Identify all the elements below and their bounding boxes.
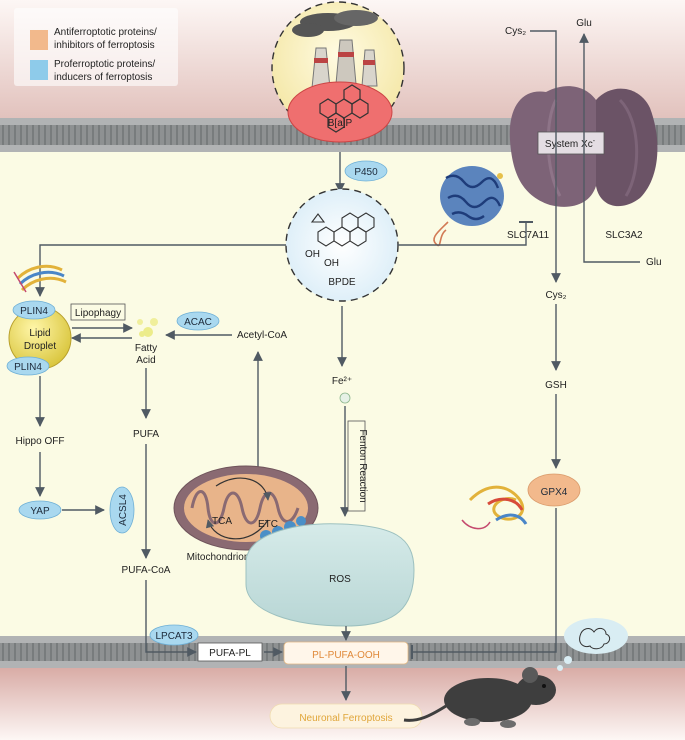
pufa-pl-box — [197, 642, 263, 662]
fenton-reaction-box — [347, 420, 366, 512]
hippo-off-label: Hippo OFF — [16, 436, 65, 447]
brain-thought-bubble-icon — [557, 618, 628, 671]
slc7a11-protein-icon — [433, 166, 504, 247]
fatty-acid-label-1: Fatty — [135, 343, 157, 354]
bpde-label: BPDE — [328, 277, 356, 288]
mitochondrion — [173, 465, 319, 551]
iron-ion-icon — [339, 392, 351, 404]
mitochondrion-label: Mitochondrion — [187, 552, 250, 563]
acsl4-label: ACSL4 — [118, 494, 129, 526]
system-xc-transporter[interactable]: System Xc- — [509, 86, 658, 207]
tca-label: TCA — [212, 516, 232, 527]
legend-pro-line1: Proferroptotic proteins/ — [54, 59, 155, 70]
pl-pufa-ooh-box — [283, 641, 409, 665]
bap-label: B[a]P — [328, 118, 353, 129]
benzopyrene-structure-icon — [319, 84, 369, 133]
fatty-acid-label-2: Acid — [136, 355, 155, 366]
pl-pufa-ooh-label: PL-PUFA-OOH — [312, 650, 380, 661]
bpde-oh1-label: OH — [305, 249, 320, 260]
gpx4-inhibits-pl-pufa-ooh-line — [412, 508, 557, 653]
gpx4-pill[interactable] — [527, 473, 581, 507]
acac-label: ACAC — [184, 317, 212, 328]
cys2-import-arrow — [530, 30, 561, 283]
pufa-pl-label: PUFA-PL — [209, 648, 251, 659]
bpde-inhibits-slc7a11-line — [398, 222, 527, 246]
bap-source: B[a]P — [271, 1, 405, 143]
slc7a11-label: SLC7A11 — [507, 230, 550, 241]
ros-label: ROS — [329, 574, 351, 585]
p450-pill[interactable] — [344, 160, 388, 182]
bpde-node: OH OH BPDE — [285, 188, 399, 302]
pufa-coa-to-pufa-pl-arrow — [145, 580, 197, 657]
legend-pro-line2: inducers of ferroptosis — [54, 72, 152, 83]
legend: Antiferroptotic proteins/ inhibitors of … — [14, 8, 178, 86]
legend-swatch-pro — [30, 60, 48, 80]
system-xc-label: System Xc- — [545, 138, 596, 150]
plin4-protein-icon — [13, 264, 67, 293]
lipophagy-label: Lipophagy — [75, 308, 121, 319]
lipid-droplet-label-1: Lipid — [29, 328, 50, 339]
acac-pill[interactable] — [176, 311, 220, 331]
legend-swatch-anti — [30, 30, 48, 50]
p450-label: P450 — [354, 167, 378, 178]
glu-outside-label: Glu — [576, 18, 592, 29]
lipophagy-box — [70, 303, 126, 321]
yap-label: YAP — [30, 506, 50, 517]
etc-label: ETC — [258, 519, 278, 530]
gsh-label: GSH — [545, 380, 567, 391]
plin4-pill-top[interactable] — [12, 300, 56, 320]
legend-anti-line2: inhibitors of ferroptosis — [54, 40, 155, 51]
outcome-label: Neuronal Ferroptosis — [299, 713, 392, 724]
cys2-outside-label: Cys₂ — [505, 26, 526, 37]
cys2-inside-label: Cys₂ — [545, 290, 566, 301]
acsl4-pill[interactable] — [109, 486, 135, 534]
factory-icon — [292, 10, 378, 89]
plin4-top-label: PLIN4 — [20, 306, 48, 317]
outcome-box — [269, 703, 423, 729]
iron-label: Fe²⁺ — [332, 376, 352, 387]
gpx4-protein-icon — [461, 485, 528, 530]
fatty-acid-droplets-icon — [137, 318, 158, 337]
plin4-pill-bottom[interactable] — [6, 356, 50, 376]
lpcat3-label: LPCAT3 — [155, 631, 192, 642]
pufa-label: PUFA — [133, 429, 159, 440]
plin4-bottom-label: PLIN4 — [14, 362, 42, 373]
gpx4-label: GPX4 — [541, 487, 568, 498]
slc3a2-label: SLC3A2 — [605, 230, 643, 241]
glu-inside-label: Glu — [646, 257, 662, 268]
glu-export-arrow — [579, 33, 640, 263]
mouse-icon — [403, 667, 556, 728]
fenton-reaction-label: Fenton Reaction — [357, 429, 368, 502]
pufa-coa-label: PUFA-CoA — [122, 565, 171, 576]
acetyl-coa-label: Acetyl-CoA — [237, 330, 287, 341]
ros-cloud — [245, 523, 415, 627]
bpde-oh2-label: OH — [324, 258, 339, 269]
bpde-structure-icon — [310, 212, 375, 247]
yap-pill[interactable] — [18, 500, 62, 520]
lipid-droplet-label-2: Droplet — [24, 341, 56, 352]
lpcat3-pill[interactable] — [149, 624, 199, 646]
legend-anti-line1: Antiferroptotic proteins/ — [54, 27, 157, 38]
